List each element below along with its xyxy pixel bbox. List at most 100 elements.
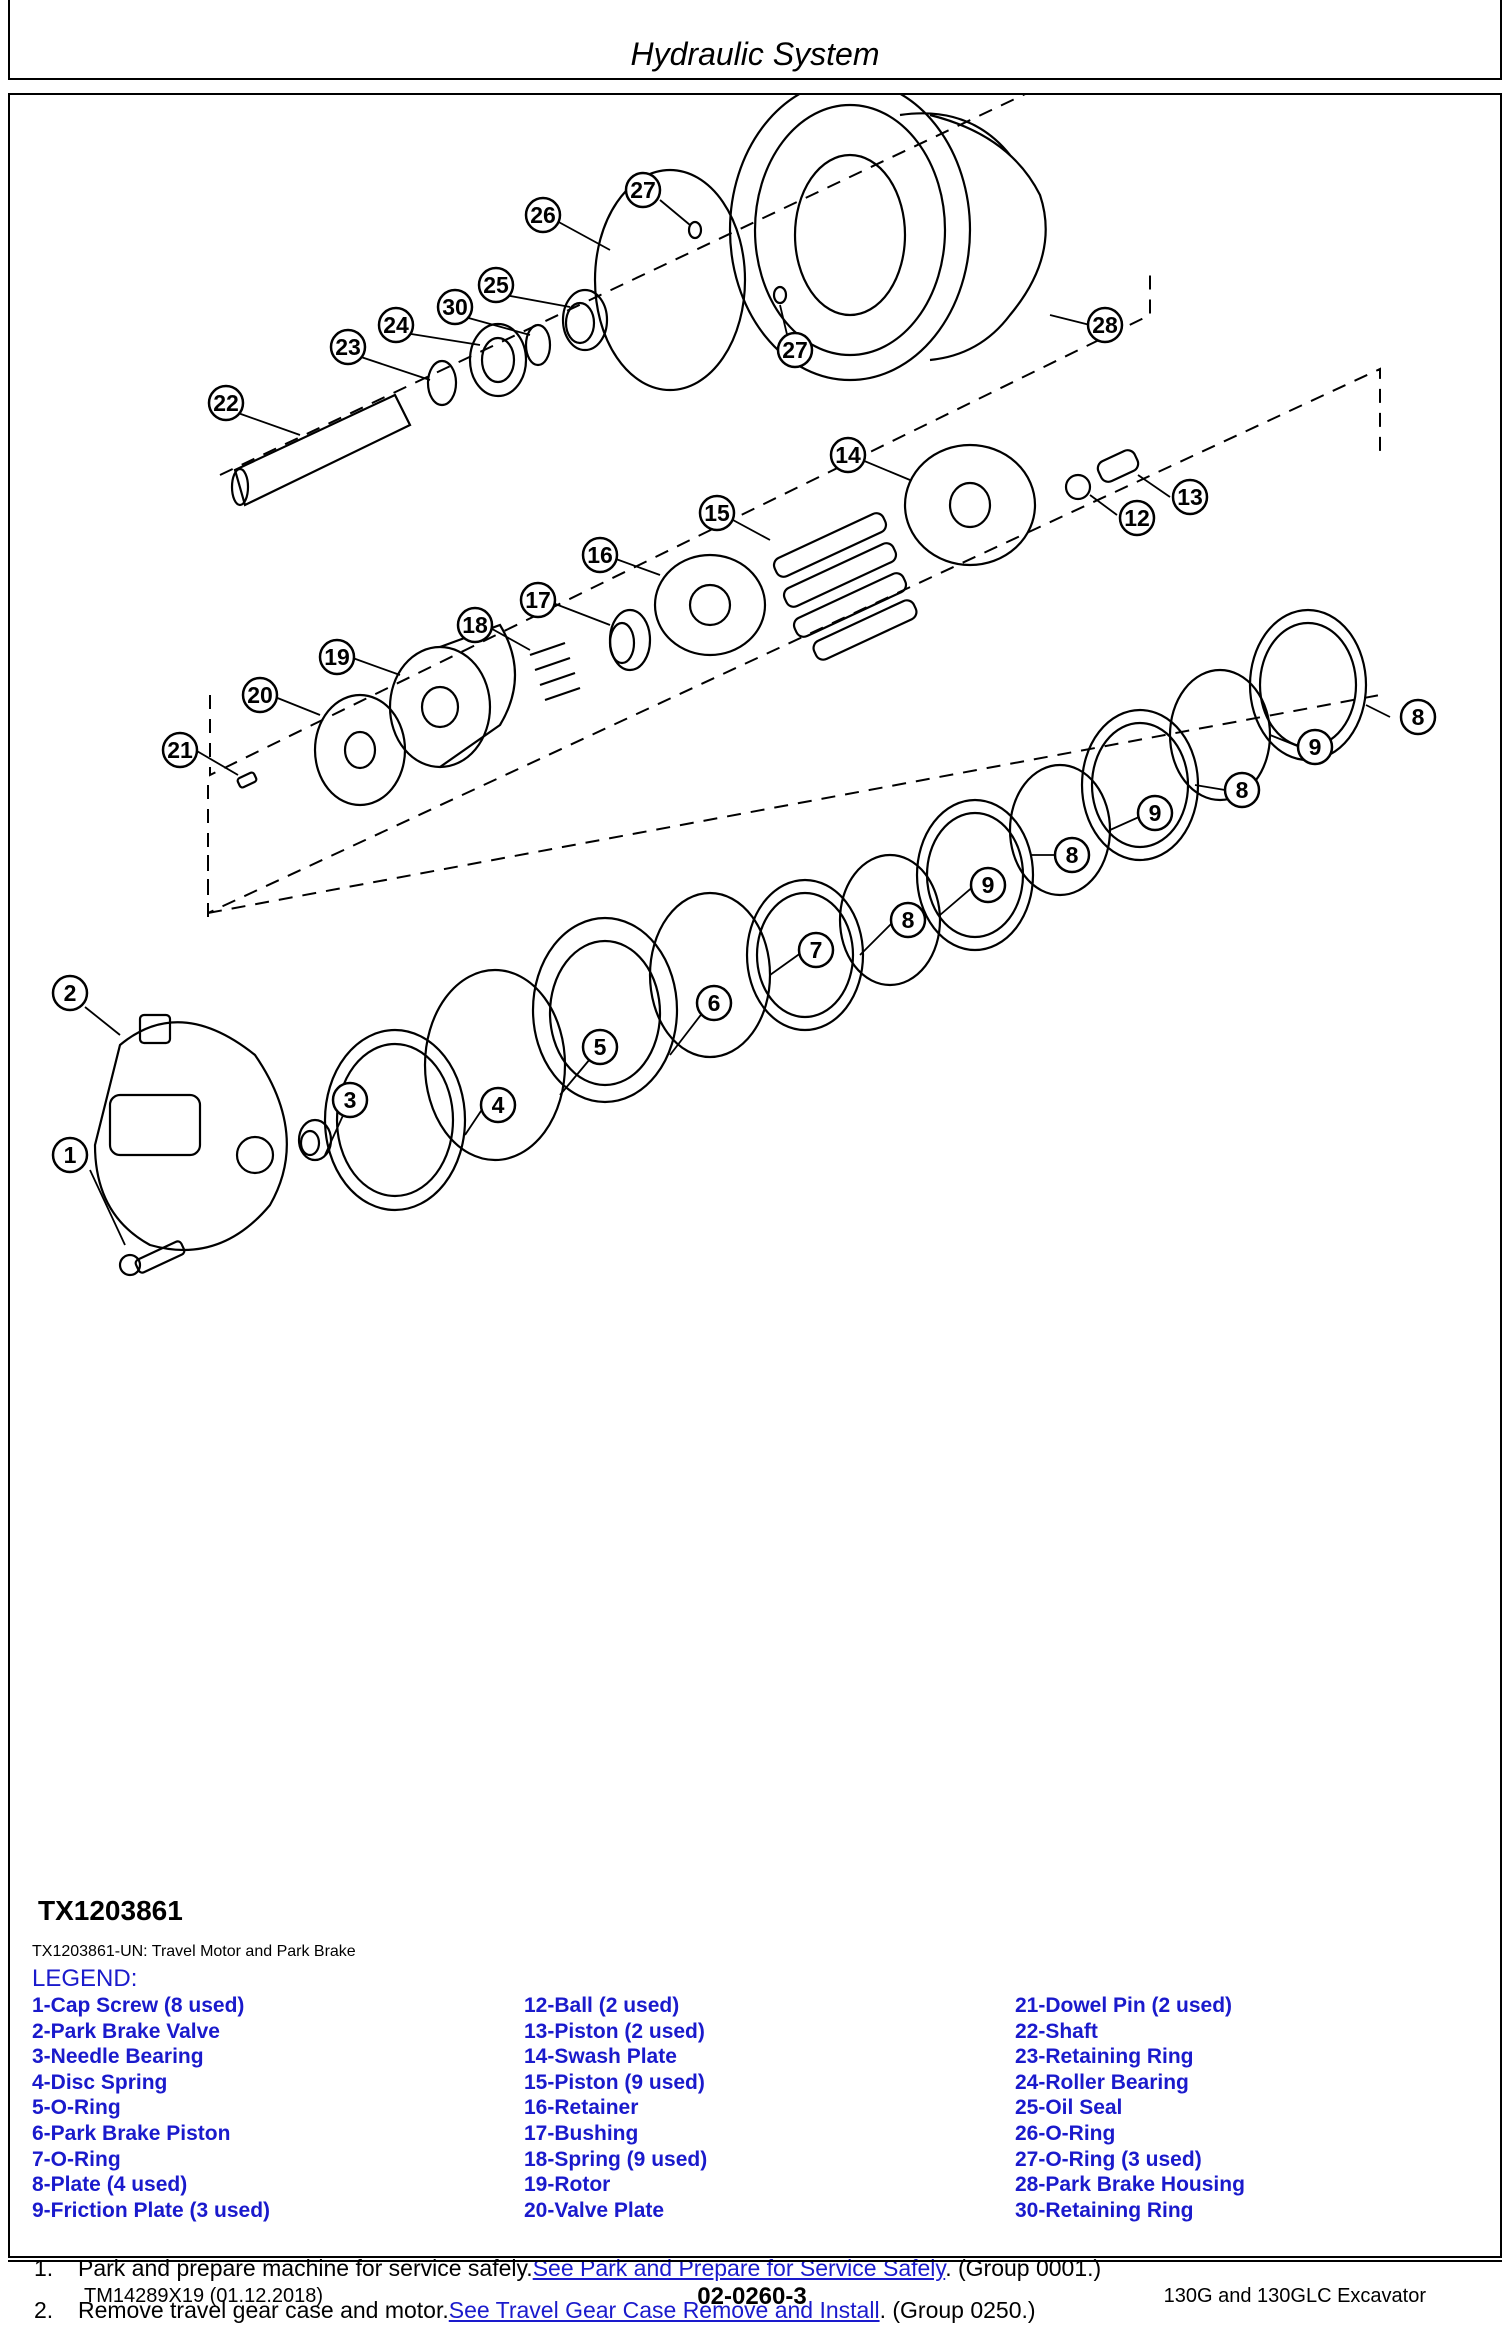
callout-21: 21 [161, 731, 199, 769]
callout-27a: 27 [624, 171, 662, 209]
oil-seal [561, 288, 609, 352]
callout-9c: 9 [1296, 728, 1334, 766]
svg-text:8: 8 [1412, 704, 1425, 730]
ball [1064, 473, 1092, 501]
retaining-ring-23 [426, 359, 458, 407]
svg-text:8: 8 [1066, 842, 1079, 868]
callout-17: 17 [519, 581, 557, 619]
legend-item: 5-O-Ring [32, 2096, 121, 2120]
legend-title: LEGEND: [32, 1965, 138, 1992]
legend-item: 27-O-Ring (3 used) [1015, 2147, 1202, 2171]
footer-page-number: 02-0260-3 [697, 2283, 807, 2310]
callout-6: 6 [695, 984, 733, 1022]
legend-item: 12-Ball (2 used) [524, 1994, 680, 2017]
svg-text:27: 27 [782, 337, 808, 363]
valve-plate [313, 693, 407, 807]
step-suffix: . (Group 0001.) [945, 2255, 1102, 2281]
callout-9a: 9 [969, 866, 1007, 904]
park-brake-valve [93, 1013, 288, 1252]
figure-id: TX1203861 [38, 1895, 183, 1926]
svg-text:26: 26 [530, 202, 556, 228]
svg-text:9: 9 [1149, 800, 1162, 826]
svg-text:17: 17 [525, 587, 551, 613]
svg-text:8: 8 [1236, 777, 1249, 803]
step-text: Remove travel gear case and motor. [78, 2297, 449, 2323]
legend-item: 7-O-Ring [32, 2147, 121, 2171]
legend-item: 24-Roller Bearing [1015, 2070, 1189, 2094]
callout-4: 4 [479, 1086, 517, 1124]
callout-18: 18 [456, 606, 494, 644]
retaining-ring-30 [524, 323, 552, 367]
dashed-line-lower-1 [207, 694, 1381, 914]
svg-text:14: 14 [835, 442, 861, 468]
callout-7: 7 [797, 931, 835, 969]
legend-item: 23-Retaining Ring [1015, 2045, 1194, 2069]
page-title: Hydraulic System [630, 36, 880, 72]
callout-5: 5 [581, 1028, 619, 1066]
o-ring-5 [423, 968, 567, 1162]
svg-text:23: 23 [335, 334, 361, 360]
legend-item: 25-Oil Seal [1015, 2096, 1123, 2120]
o-ring-7 [648, 891, 772, 1059]
dashed-boundary-upper [209, 275, 1151, 777]
callout-22: 22 [207, 384, 245, 422]
callout-25: 25 [477, 266, 515, 304]
exploded-view-diagram: 1 2 3 4 5 6 7 8 8 8 8 9 9 9 12 13 14 15 … [51, 95, 1437, 1277]
legend-item: 28-Park Brake Housing [1015, 2173, 1245, 2197]
step-link[interactable]: See Travel Gear Case Remove and Install [448, 2297, 880, 2323]
step-link[interactable]: See Park and Prepare for Service Safely [532, 2255, 946, 2281]
legend-item: 19-Rotor [524, 2173, 611, 2197]
legend-item: 30-Retaining Ring [1015, 2198, 1194, 2222]
dashed-boundary-lower [207, 367, 1381, 915]
legend-item: 13-Piston (2 used) [524, 2019, 705, 2043]
svg-text:9: 9 [1309, 734, 1322, 760]
callout-2: 2 [51, 974, 89, 1012]
step-text: Park and prepare machine for service saf… [78, 2255, 533, 2281]
legend-item: 20-Valve Plate [524, 2198, 665, 2222]
svg-text:22: 22 [213, 390, 239, 416]
step-suffix: . (Group 0250.) [879, 2297, 1036, 2323]
legend-item: 4-Disc Spring [32, 2070, 168, 2094]
svg-text:8: 8 [902, 907, 915, 933]
page-header: Hydraulic System [8, 0, 1502, 80]
callout-8c: 8 [1223, 771, 1261, 809]
svg-text:28: 28 [1092, 312, 1118, 338]
legend-item: 26-O-Ring [1015, 2121, 1116, 2145]
callout-8b: 8 [1053, 836, 1091, 874]
svg-text:27: 27 [630, 177, 656, 203]
callout-27b: 27 [776, 331, 814, 369]
callout-23: 23 [329, 328, 367, 366]
svg-text:15: 15 [704, 500, 730, 526]
callout-8d: 8 [1399, 698, 1437, 736]
rotor [388, 623, 516, 769]
callouts: 1 2 3 4 5 6 7 8 8 8 8 9 9 9 12 13 14 15 … [51, 171, 1437, 1174]
shaft [230, 393, 412, 507]
svg-text:16: 16 [587, 542, 613, 568]
step-1: 1.Park and prepare machine for service s… [34, 2247, 1101, 2289]
legend-item: 17-Bushing [524, 2121, 639, 2145]
svg-text:30: 30 [442, 294, 468, 320]
svg-text:9: 9 [982, 872, 995, 898]
dowel-pin [236, 771, 258, 789]
callout-20: 20 [241, 676, 279, 714]
svg-text:3: 3 [344, 1087, 357, 1113]
svg-text:19: 19 [324, 644, 350, 670]
legend-item: 9-Friction Plate (3 used) [32, 2198, 271, 2222]
procedure-steps: 1.Park and prepare machine for service s… [34, 2247, 1101, 2331]
legend-item: 18-Spring (9 used) [524, 2147, 708, 2171]
step-number: 2. [34, 2297, 54, 2323]
svg-text:25: 25 [483, 272, 509, 298]
callout-9b: 9 [1136, 794, 1174, 832]
springs [529, 641, 581, 702]
svg-text:5: 5 [594, 1034, 607, 1060]
legend-item: 22-Shaft [1015, 2019, 1098, 2043]
callout-12: 12 [1118, 499, 1156, 537]
pistons-15 [772, 512, 918, 661]
svg-text:18: 18 [462, 612, 488, 638]
callout-26: 26 [524, 196, 562, 234]
svg-text:1: 1 [64, 1142, 77, 1168]
bushing [608, 608, 652, 672]
svg-text:7: 7 [810, 937, 823, 963]
park-brake-housing [728, 95, 1047, 382]
step-2: 2. Remove travel gear case and motor.See … [34, 2289, 1101, 2331]
